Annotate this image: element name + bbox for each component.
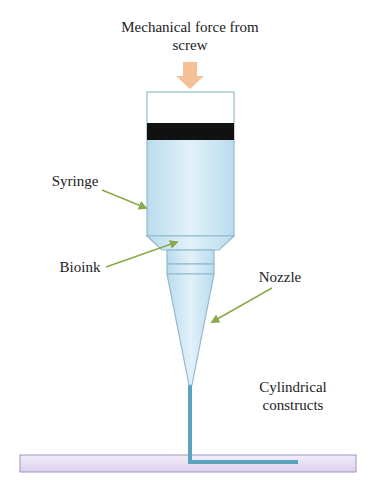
part-label: Cylindrical constructs [238,378,348,414]
leader-arrows [102,190,272,322]
part-label: Bioink [45,258,115,276]
part-label: Nozzle [245,268,315,286]
force-label: Mechanical force from screw [115,18,265,54]
part-label: Syringe [40,172,110,190]
syringe-body [147,92,234,385]
printed-construct [190,385,298,462]
plunger [147,123,234,140]
force-arrow [176,62,204,89]
